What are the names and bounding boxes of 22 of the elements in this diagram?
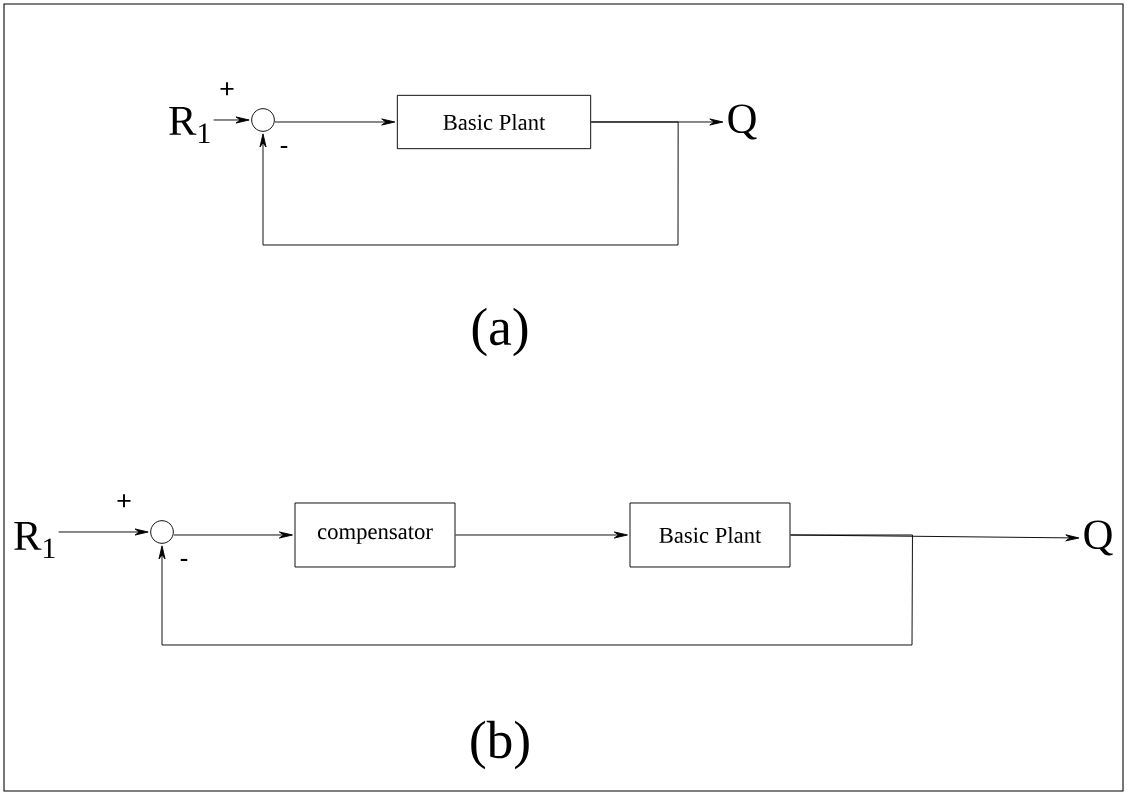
signal-label: R$_{1}$	[14, 521, 55, 559]
signal-label: R$_{1}$	[169, 106, 210, 144]
feedback-arrow	[158, 534, 913, 646]
feedback-arrow	[259, 121, 679, 246]
arrow	[58, 528, 149, 536]
sign-label: +	[220, 82, 234, 96]
arrow	[213, 116, 250, 124]
process-box: Basic Plant	[629, 502, 791, 568]
panel-label: (a)	[472, 307, 528, 357]
arrow	[455, 531, 628, 539]
panel-label: (b)	[471, 720, 529, 770]
process-box: compensator	[294, 502, 456, 568]
summing-junction	[251, 108, 275, 132]
signal-label: Q	[1084, 520, 1113, 556]
sign-label: +	[117, 494, 131, 508]
signal-label: Q	[728, 104, 757, 140]
arrow	[173, 531, 293, 539]
process-box: Basic Plant	[396, 94, 592, 150]
summing-junction	[150, 520, 174, 544]
sign-label: -	[280, 145, 288, 148]
sign-label: -	[180, 558, 188, 561]
arrow	[274, 118, 396, 126]
